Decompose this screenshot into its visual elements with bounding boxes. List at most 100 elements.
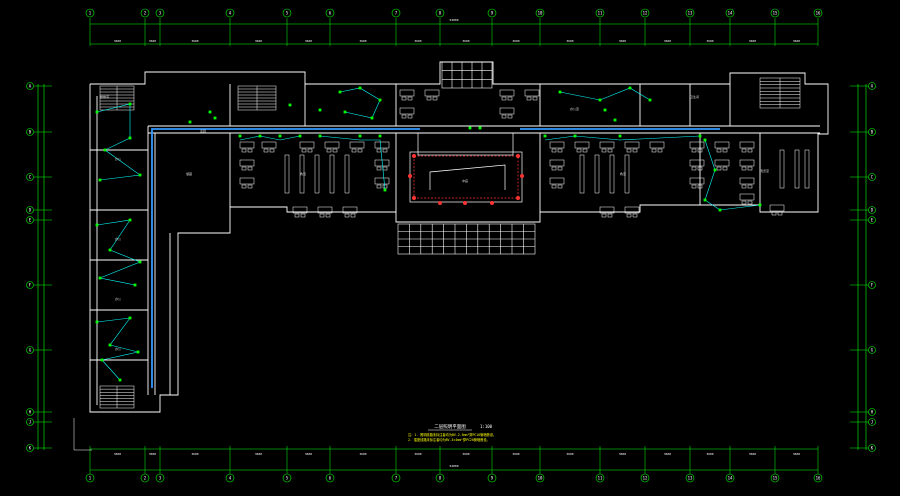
dimension-text: 3600 — [149, 452, 156, 456]
chair — [651, 148, 657, 153]
axis-label-bottom: 16 — [816, 476, 821, 481]
axis-label-top: 14 — [728, 11, 733, 16]
axis-label-bottom: 13 — [688, 476, 693, 481]
chair — [376, 166, 382, 171]
dimension-text: 3600 — [664, 452, 671, 456]
light-fixture — [98, 276, 102, 280]
drawing-note-1: 注：1. 照明线路未标注者均为BV-2.5mm²穿PC16管暗敷设。 — [408, 432, 496, 437]
dimension-text: 3600 — [359, 452, 366, 456]
light-fixture — [108, 248, 112, 252]
chair — [307, 148, 313, 153]
axis-bubble — [435, 473, 445, 483]
chair — [526, 96, 532, 101]
room-label-classroom-right: 教室 — [620, 171, 626, 176]
chair — [407, 96, 413, 101]
chair — [697, 148, 703, 153]
room-label-atrium: 中庭 — [462, 178, 468, 183]
chair — [601, 213, 607, 218]
axis-bubble — [868, 281, 876, 289]
desk — [499, 89, 515, 97]
axis-bubble — [813, 473, 823, 483]
axis-bubble — [85, 473, 95, 483]
chair — [376, 184, 382, 189]
light-fixture — [98, 178, 102, 182]
emergency-light — [438, 201, 442, 205]
axis-bubble — [868, 173, 876, 181]
desk — [624, 141, 640, 149]
axis-label-top: 7 — [395, 11, 398, 16]
desk — [399, 89, 415, 97]
chair — [344, 213, 350, 218]
drawing-scale: 1:100 — [480, 424, 493, 429]
desk — [549, 141, 565, 149]
light-fixture — [95, 320, 99, 324]
axis-bubble — [26, 444, 34, 452]
dimension-text: 3600 — [191, 39, 198, 43]
bookshelf — [794, 149, 800, 189]
dimension-text: 3600 — [619, 452, 626, 456]
axis-bubble — [26, 408, 34, 416]
desk — [239, 177, 255, 185]
axis-bubble — [26, 173, 34, 181]
chair — [507, 114, 513, 119]
chair — [691, 166, 697, 171]
entrance-canopy-bottom — [397, 223, 536, 255]
chair — [551, 166, 557, 171]
axis-label-bottom: 7 — [395, 476, 398, 481]
axis-bubble — [813, 8, 823, 18]
room-label-wing-1: 办公 — [115, 156, 121, 161]
axis-bubble — [26, 418, 34, 426]
room-label-toilet: 卫生间 — [690, 94, 699, 99]
axis-bubble — [770, 8, 780, 18]
axis-bubble — [26, 346, 34, 354]
chair — [319, 213, 325, 218]
desk — [524, 89, 540, 97]
dimension-text: 3600 — [619, 39, 626, 43]
axis-label-top: 2 — [144, 11, 147, 16]
chair — [741, 148, 747, 153]
axis-label-bottom: 15 — [773, 476, 778, 481]
emergency-light — [412, 154, 416, 158]
light-fixture — [128, 316, 132, 320]
light-fixture — [208, 110, 212, 114]
room-label-stair: 楼梯间 — [100, 94, 109, 99]
light-fixture — [138, 260, 142, 264]
axis-bubble — [225, 473, 235, 483]
light-fixture — [618, 134, 622, 138]
axis-bubble — [85, 8, 95, 18]
light-fixture — [298, 134, 302, 138]
axis-bubble — [325, 473, 335, 483]
axis-bubble — [868, 418, 876, 426]
chair — [382, 166, 388, 171]
bottom-total-dimension: 54000 — [449, 464, 458, 468]
axis-label-left: B — [29, 129, 32, 134]
axis-bubble — [487, 8, 497, 18]
dimension-text: 3600 — [359, 39, 366, 43]
axis-bubble — [391, 8, 401, 18]
dimension-text: 3600 — [512, 452, 519, 456]
chair — [326, 148, 332, 153]
light-fixture — [278, 134, 282, 138]
light-fixture — [238, 134, 242, 138]
axis-bubble — [282, 8, 292, 18]
axis-label-left: C — [29, 174, 32, 179]
axis-label-top: 3 — [159, 11, 162, 16]
chair — [722, 148, 728, 153]
chair — [351, 148, 357, 153]
chair — [401, 96, 407, 101]
light-fixture — [378, 98, 382, 102]
dimension-lines — [37, 23, 867, 471]
axis-label-top: 13 — [688, 11, 693, 16]
bookshelf — [804, 149, 810, 189]
light-fixture — [558, 90, 562, 94]
chair — [747, 166, 753, 171]
light-fixture — [370, 116, 374, 120]
light-fixture — [613, 118, 617, 122]
room-label-office: 办公室 — [570, 106, 579, 111]
chair — [747, 148, 753, 153]
chair — [632, 213, 638, 218]
chair — [501, 114, 507, 119]
light-fixture — [133, 283, 137, 287]
chair — [241, 166, 247, 171]
desk — [239, 159, 255, 167]
